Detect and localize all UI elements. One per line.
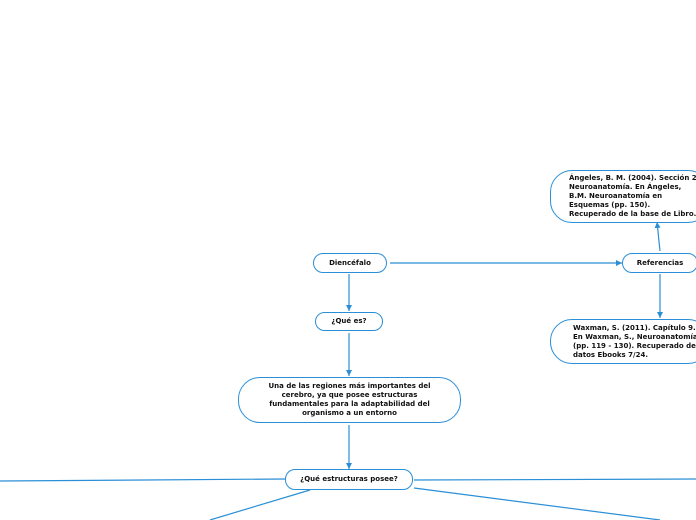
node-definicion-label: Una de las regiones más importantes del … — [268, 382, 431, 417]
node-ref-angeles-label: Ángeles, B. M. (2004). Sección 2 Neuroan… — [569, 174, 696, 218]
node-estructuras-label: ¿Qué estructuras posee? — [300, 475, 398, 483]
node-diencefalo[interactable]: Diencéfalo — [313, 253, 387, 273]
node-estructuras[interactable]: ¿Qué estructuras posee? — [285, 469, 413, 490]
node-diencefalo-label: Diencéfalo — [329, 258, 371, 267]
connector-estructuras-down-left — [209, 489, 311, 520]
connector-referencias-angeles — [654, 221, 661, 252]
node-que-es[interactable]: ¿Qué es? — [315, 312, 383, 331]
connector-estructuras-down-right — [413, 487, 661, 520]
connector-estructuras-left — [0, 478, 286, 482]
connector-estructuras-right — [413, 478, 696, 481]
node-ref-waxman[interactable]: Waxman, S. (2011). Capítulo 9. En Waxman… — [550, 319, 696, 364]
node-referencias-label: Referencias — [636, 258, 684, 267]
node-ref-angeles[interactable]: Ángeles, B. M. (2004). Sección 2 Neuroan… — [550, 170, 696, 223]
node-referencias[interactable]: Referencias — [622, 253, 696, 273]
node-definicion[interactable]: Una de las regiones más importantes del … — [238, 377, 461, 423]
node-ref-waxman-label: Waxman, S. (2011). Capítulo 9. En Waxman… — [573, 323, 696, 359]
node-que-es-label: ¿Qué es? — [331, 317, 367, 325]
